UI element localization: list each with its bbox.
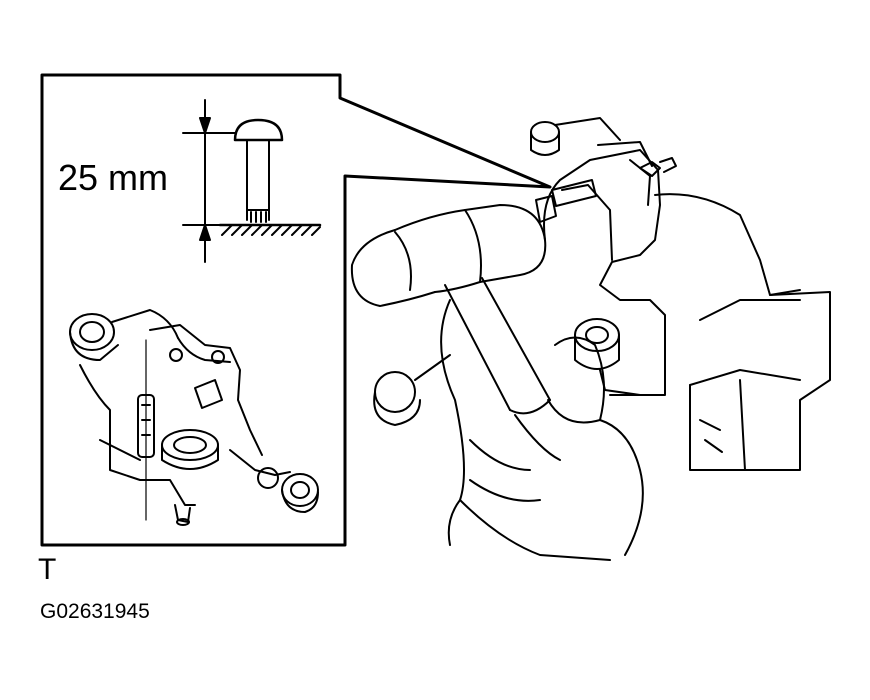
dimension-label: 25 mm (58, 157, 169, 198)
inset-frame (40, 73, 552, 547)
bolt-dimension-detail (182, 99, 322, 263)
knuckle-detail (69, 309, 319, 526)
hand-with-hammer (350, 204, 644, 561)
right-edge-lines (769, 289, 801, 296)
figure-id: G02631945 (40, 600, 150, 623)
vise-and-knuckle (530, 117, 831, 471)
view-letter: T (38, 553, 57, 586)
